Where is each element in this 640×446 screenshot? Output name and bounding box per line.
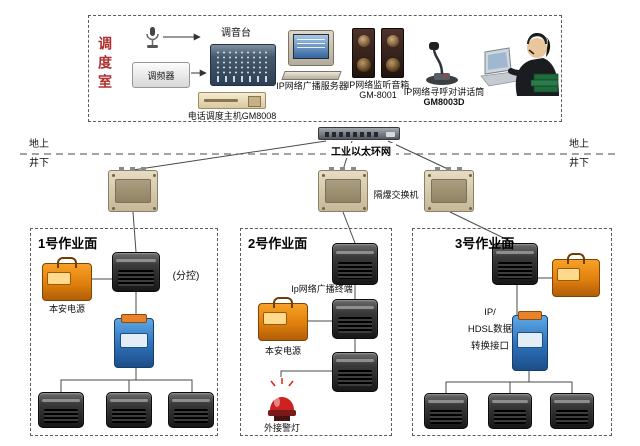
face1-speaker-3	[168, 392, 214, 428]
face2-power-supply-device	[258, 297, 308, 341]
broadcast-server-computer	[281, 30, 342, 80]
face3-converter-device	[512, 311, 548, 371]
server-label: IP网络广播服务器	[276, 81, 348, 91]
explosion-proof-switch-3	[424, 167, 474, 212]
face2-power-label: 本安电源	[264, 346, 301, 356]
underground-label-left: 井下	[29, 158, 49, 169]
face2-warning-light-label: 外接警灯	[263, 423, 300, 433]
face1-speaker-2	[106, 392, 152, 428]
face1-converter-device	[114, 314, 154, 368]
face3-speaker-1	[424, 393, 468, 429]
dispatch-room-title: 调度室	[97, 36, 113, 93]
work-face-2-box	[240, 228, 392, 436]
tuner-label: 调频器	[147, 70, 175, 81]
face2-title: 2号作业面	[248, 236, 308, 251]
explosion-proof-switch-1	[108, 167, 158, 212]
bolt-dots	[428, 174, 431, 177]
face1-power-label: 本安电源	[48, 304, 85, 314]
face3-converter-line2: HDSL数据	[467, 324, 513, 335]
keyboard	[281, 71, 342, 80]
ex-switch-label: 隔爆交换机	[373, 190, 419, 200]
left-speaker	[352, 28, 375, 78]
face3-speaker-2	[488, 393, 532, 429]
explosion-proof-switch-2	[318, 167, 368, 212]
monitor-speakers-device	[352, 28, 404, 78]
face3-title: 3号作业面	[455, 236, 515, 251]
face3-converter-line3: 转换接口	[470, 341, 509, 352]
face3-speaker-3	[550, 393, 594, 429]
face3-power-supply-device	[552, 253, 600, 297]
face3-converter-line1: IP/	[484, 307, 496, 318]
phone-dispatch-host-device	[198, 92, 266, 109]
face2-terminal-label: Ip网络广播终端	[291, 284, 353, 294]
face2-terminal-device	[332, 243, 378, 285]
right-speaker	[381, 28, 404, 78]
monitor-speaker-model: GM-8001	[359, 90, 397, 100]
face1-terminal-device	[112, 252, 160, 292]
bolt-dots	[322, 174, 325, 177]
face1-subcontrol-label: (分控)	[172, 271, 200, 282]
mixing-console-device	[210, 44, 276, 86]
face1-title: 1号作业面	[38, 236, 98, 251]
face1-speaker-1	[38, 392, 84, 428]
face1-power-supply-device	[42, 257, 92, 301]
face3-terminal-device	[492, 243, 538, 285]
operator-with-laptop	[480, 33, 559, 96]
paging-microphone-device	[426, 42, 458, 85]
paging-mic-model: GM8003D	[423, 97, 465, 107]
face2-speaker-1	[332, 299, 378, 339]
phone-host-label: 电话调度主机GM8008	[187, 111, 277, 121]
face2-speaker-2	[332, 352, 378, 392]
underground-label-right: 井下	[569, 158, 589, 169]
bolt-dots	[112, 174, 115, 177]
tuner-device: 调频器	[132, 62, 190, 88]
ethernet-switch-device	[318, 127, 400, 140]
mixer-label: 调音台	[221, 28, 251, 39]
face2-warning-light-device	[268, 378, 296, 421]
surface-label-right: 地上	[569, 139, 589, 150]
monitor-screen	[293, 34, 329, 59]
surface-label-left: 地上	[29, 139, 49, 150]
dispatch-room-box	[88, 15, 562, 122]
dispatch-microphone-icon	[146, 27, 159, 48]
work-face-1-box	[30, 228, 218, 436]
ring-network-label: 工业以太环网	[326, 143, 396, 158]
monitor-speaker-label: IP网络监听音箱	[346, 80, 410, 90]
paging-mic-label: IP网络寻呼对讲话筒	[403, 87, 485, 97]
